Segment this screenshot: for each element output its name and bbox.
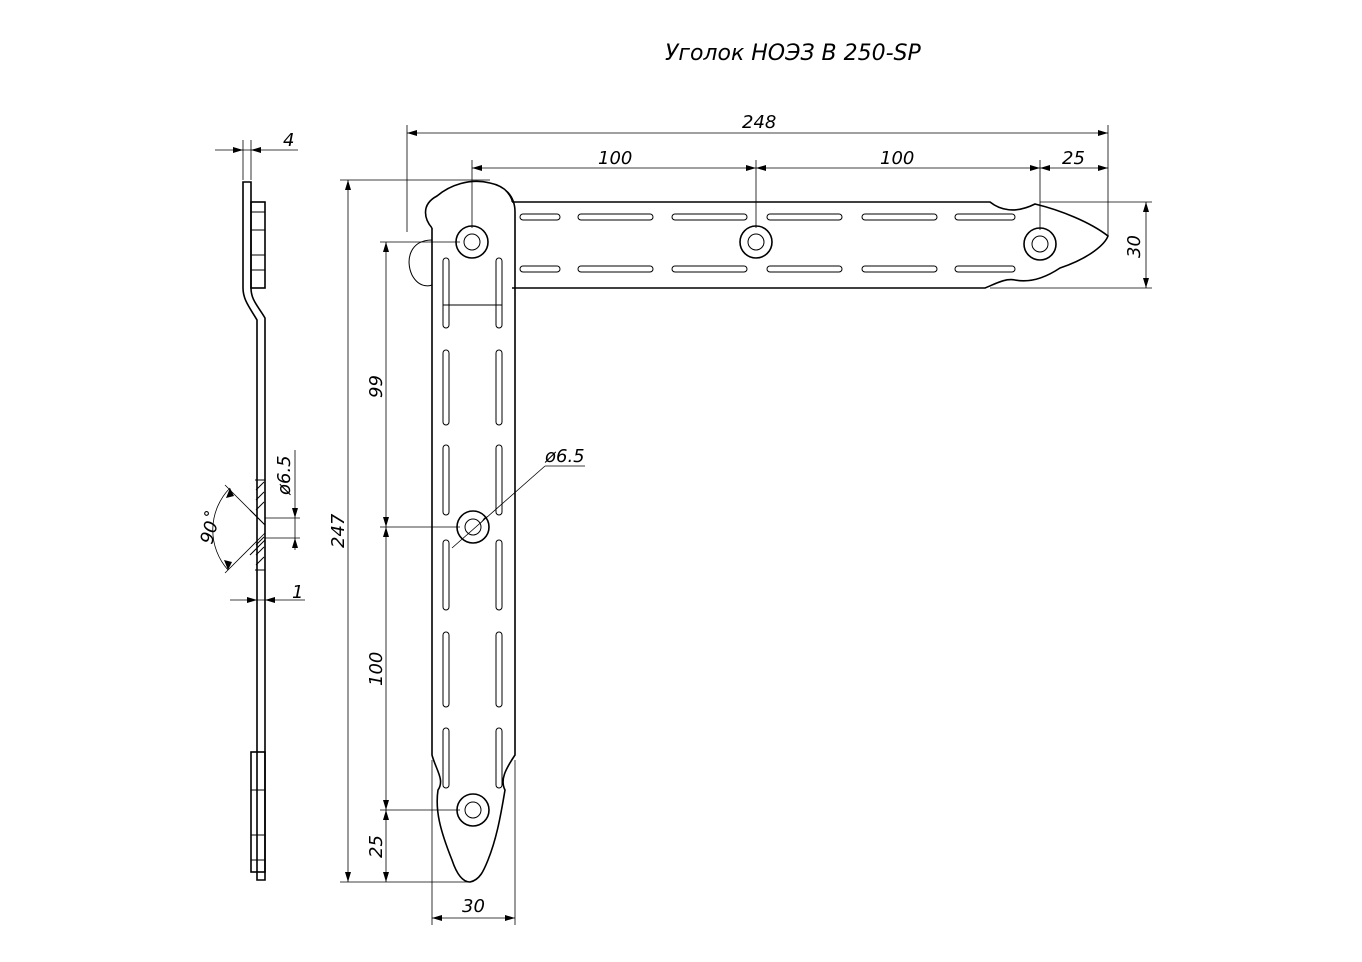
dim-right-width: 30 (1124, 235, 1145, 258)
dim-left-pitch-1: 99 (366, 375, 387, 398)
dim-overall-height: 247 (328, 513, 349, 548)
front-view: 248 100 100 25 30 247 (328, 112, 1152, 925)
dim-countersink-depth: 1 (292, 582, 303, 603)
slots-left-column (442, 257, 450, 789)
hole-corner (455, 225, 489, 259)
dim-bottom-end-offset: 25 (366, 835, 387, 858)
dim-hole-side: ø6.5 (274, 455, 295, 496)
hole-top-middle (739, 225, 773, 259)
dim-bottom-width: 30 (462, 896, 485, 917)
hole-left-middle (456, 510, 490, 544)
hole-left-end (456, 793, 490, 827)
dim-thickness: 4 (283, 130, 294, 151)
slots-bottom-row (519, 265, 1016, 273)
dim-top-end-offset: 25 (1062, 148, 1085, 169)
drawing-title: Уголок НОЭЗ В 250-SP (665, 41, 922, 66)
slots-top-row (519, 213, 1016, 221)
hole-top-end (1023, 227, 1057, 261)
side-view: 4 ø6.5 1 90˚ (197, 130, 305, 881)
dim-countersink-angle: 90˚ (197, 510, 226, 546)
dim-top-pitch-1: 100 (598, 148, 632, 169)
slots-right-column (495, 257, 503, 789)
dim-top-pitch-2: 100 (880, 148, 914, 169)
dim-hole-front: ø6.5 (544, 446, 585, 467)
dim-overall-width: 248 (742, 112, 776, 133)
dim-left-pitch-2: 100 (366, 652, 387, 686)
